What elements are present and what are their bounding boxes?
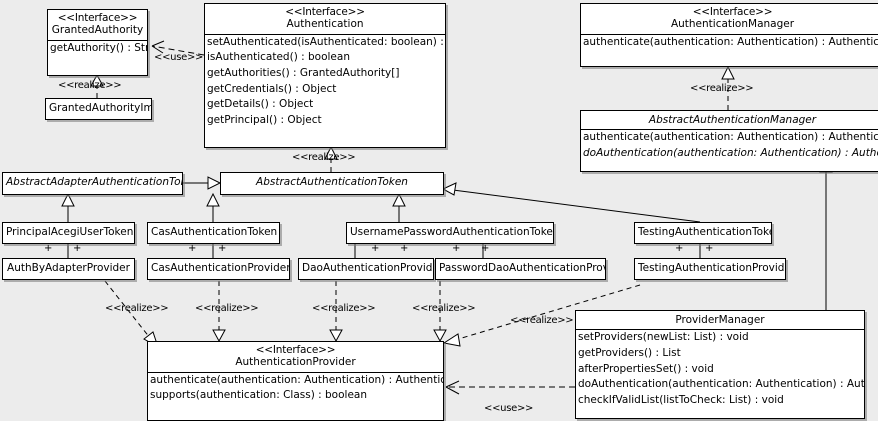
edge-label-realize-dao-provider: <<realize>>	[312, 303, 376, 314]
member-row: authenticate(authentication: Authenticat…	[150, 373, 444, 386]
class-name-label: CasAuthenticationProvider	[151, 262, 290, 274]
edge-label-realize-abstract-manager: <<realize>>	[690, 83, 754, 94]
class-authentication-provider[interactable]: <<Interface>> AuthenticationProvider aut…	[147, 341, 444, 421]
class-name-label: PasswordDaoAuthenticationProvider	[439, 262, 605, 274]
stereotype-label: <<Interface>>	[255, 344, 336, 356]
member-row: setProviders(newList: List) : void	[578, 331, 749, 344]
class-abstract-authentication-manager[interactable]: AbstractAuthenticationManager authentica…	[580, 110, 878, 172]
member-row: getProviders() : List	[578, 346, 681, 359]
stereotype-label: <<Interface>>	[57, 12, 138, 24]
class-name-label: AbstractAdapterAuthenticationToken	[6, 176, 183, 188]
class-username-password-authentication-token[interactable]: UsernamePasswordAuthenticationToken	[346, 222, 554, 244]
class-name-label: AbstractAuthenticationToken	[256, 176, 408, 188]
class-granted-authority-impl[interactable]: GrantedAuthorityImpl	[45, 98, 152, 120]
assoc-marker-plus: +	[73, 243, 82, 254]
class-name-label: AuthenticationManager	[670, 18, 795, 31]
member-row: authenticate(authentication: Authenticat…	[583, 131, 878, 144]
edge-label-use-provider-manager: <<use>>	[484, 403, 534, 414]
class-authentication[interactable]: <<Interface>> Authentication setAuthenti…	[204, 3, 446, 148]
class-granted-authority[interactable]: <<Interface>> GrantedAuthority getAuthor…	[47, 9, 148, 76]
assoc-marker-plus: +	[400, 243, 409, 254]
edge-label-realize-granted-impl: <<realize>>	[58, 80, 122, 91]
member-row: getAuthorities() : GrantedAuthority[]	[207, 66, 400, 79]
members-compartment: setProviders(newList: List) : void getPr…	[576, 330, 864, 408]
class-principal-acegi-user-token[interactable]: PrincipalAcegiUserToken	[2, 222, 135, 244]
edge-label-realize-cas-provider: <<realize>>	[195, 303, 259, 314]
class-abstract-adapter-authentication-token[interactable]: AbstractAdapterAuthenticationToken	[2, 172, 183, 195]
members-compartment: setAuthenticated(isAuthenticated: boolea…	[205, 35, 445, 129]
member-row: authenticate(authentication: Authenticat…	[583, 35, 878, 48]
class-name-label: TestingAuthenticationToken	[638, 226, 772, 238]
member-row: checkIfValidList(listToCheck: List) : vo…	[578, 393, 784, 406]
edge-label-realize-token-authentication: <<realize>>	[292, 152, 356, 163]
member-row: getAuthority() : String	[50, 41, 148, 54]
stereotype-label: <<Interface>>	[692, 6, 773, 18]
member-row: afterPropertiesSet() : void	[578, 362, 714, 375]
class-dao-authentication-provider[interactable]: DaoAuthenticationProvider	[298, 258, 434, 280]
class-name-label: GrantedAuthority	[51, 24, 144, 37]
member-row: setAuthenticated(isAuthenticated: boolea…	[207, 35, 446, 48]
class-name-label: AuthenticationProvider	[235, 356, 356, 369]
class-authentication-manager[interactable]: <<Interface>> AuthenticationManager auth…	[580, 3, 878, 67]
edge-label-realize-testing-provider: <<realize>>	[510, 315, 574, 326]
class-name-label: DaoAuthenticationProvider	[302, 262, 434, 274]
class-testing-authentication-token[interactable]: TestingAuthenticationToken	[634, 222, 772, 244]
stereotype-label: <<Interface>>	[285, 6, 365, 18]
class-cas-authentication-provider[interactable]: CasAuthenticationProvider	[147, 258, 290, 280]
edge-label-realize-password-dao-provider: <<realize>>	[412, 303, 476, 314]
member-row: supports(authentication: Class) : boolea…	[150, 389, 367, 402]
member-row: doAuthentication(authentication: Authent…	[583, 146, 878, 159]
members-compartment: authenticate(authentication: Authenticat…	[148, 373, 443, 404]
class-cas-authentication-token[interactable]: CasAuthenticationToken	[147, 222, 280, 244]
class-password-dao-authentication-provider[interactable]: PasswordDaoAuthenticationProvider	[435, 258, 606, 280]
class-name-label: AbstractAuthenticationManager	[648, 114, 817, 126]
edge-label-realize-auth-by-adapter: <<realize>>	[105, 303, 169, 314]
member-row: isAuthenticated() : boolean	[207, 51, 350, 64]
class-provider-manager[interactable]: ProviderManager setProviders(newList: Li…	[575, 310, 865, 419]
class-name-label: PrincipalAcegiUserToken	[6, 226, 134, 238]
assoc-marker-plus: +	[705, 243, 714, 254]
assoc-marker-plus: +	[675, 243, 684, 254]
class-name-label: UsernamePasswordAuthenticationToken	[350, 226, 554, 238]
class-name-label: ProviderManager	[675, 314, 765, 326]
edge-label-use-authentication-granted: <<use>>	[154, 52, 204, 63]
class-auth-by-adapter-provider[interactable]: AuthByAdapterProvider	[2, 258, 135, 280]
class-name-label: AuthByAdapterProvider	[7, 262, 130, 274]
class-name-label: TestingAuthenticationProvider	[638, 262, 786, 274]
assoc-marker-plus: +	[218, 243, 227, 254]
class-name-label: Authentication	[286, 18, 364, 31]
class-name-label: CasAuthenticationToken	[151, 226, 278, 238]
class-testing-authentication-provider[interactable]: TestingAuthenticationProvider	[634, 258, 786, 280]
assoc-marker-plus: +	[481, 243, 490, 254]
assoc-marker-plus: +	[44, 243, 53, 254]
members-compartment: getAuthority() : String	[48, 41, 147, 57]
class-name-label: GrantedAuthorityImpl	[49, 102, 152, 114]
assoc-marker-plus: +	[371, 243, 380, 254]
members-compartment: authenticate(authentication: Authenticat…	[581, 35, 878, 51]
member-row: doAuthentication(authentication: Authent…	[578, 378, 865, 391]
member-row: getCredentials() : Object	[207, 82, 337, 95]
class-abstract-authentication-token[interactable]: AbstractAuthenticationToken	[220, 172, 444, 195]
assoc-marker-plus: +	[452, 243, 461, 254]
member-row: getPrincipal() : Object	[207, 113, 322, 126]
members-compartment: authenticate(authentication: Authenticat…	[581, 130, 878, 161]
assoc-marker-plus: +	[188, 243, 197, 254]
member-row: getDetails() : Object	[207, 98, 314, 111]
